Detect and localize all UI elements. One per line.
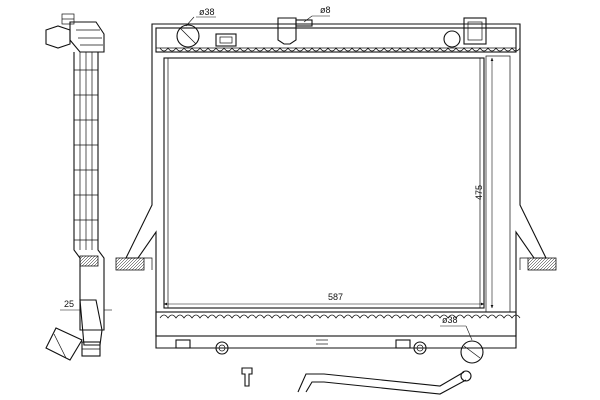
dim-bottom-cap: ø38: [442, 315, 458, 325]
dim-fitting: ø8: [320, 5, 331, 15]
dim-top-cap: ø38: [199, 7, 215, 17]
front-view: ø38 ø8 475 587 ø38: [115, 5, 557, 395]
dim-side-depth: 25: [64, 299, 74, 309]
dim-height: 475: [474, 185, 484, 200]
side-view: 25: [45, 13, 112, 361]
dim-width: 587: [328, 292, 343, 302]
top-cap-circle: [176, 24, 200, 48]
